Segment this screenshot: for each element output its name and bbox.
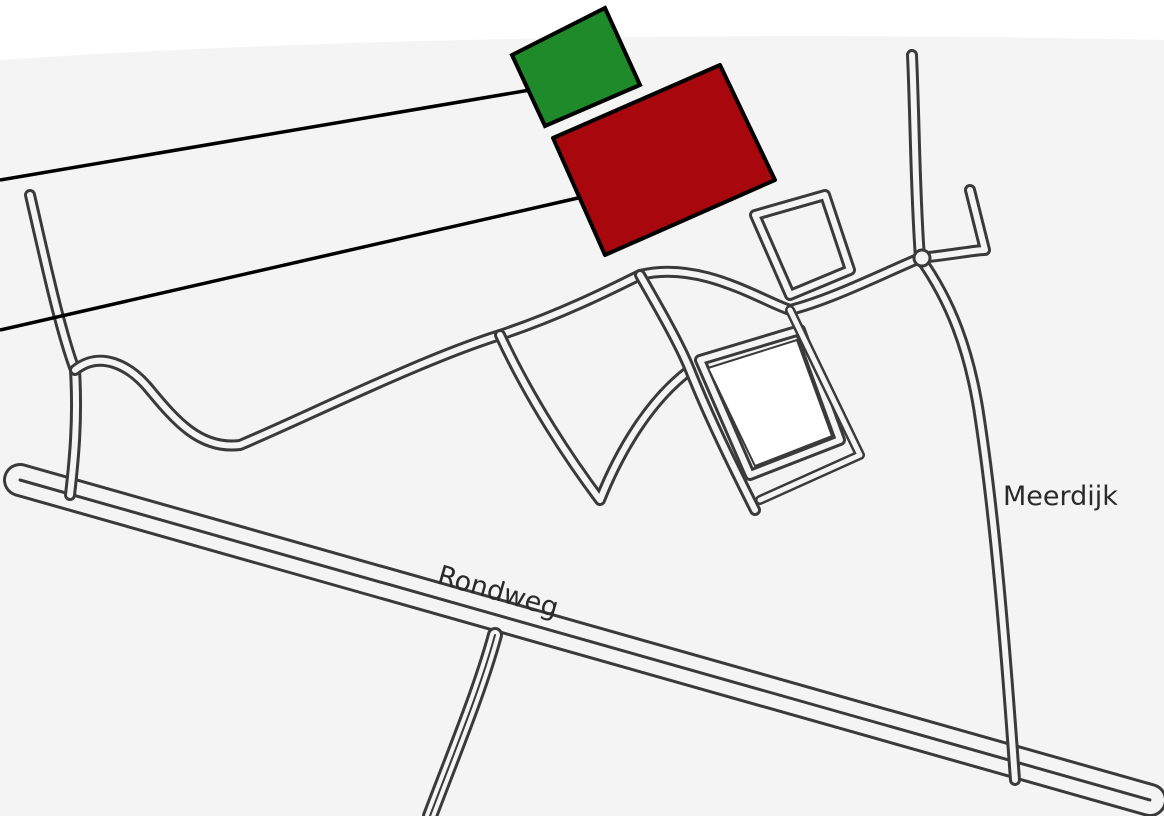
green-building-marker[interactable] [509,5,643,129]
map-background [0,36,1164,816]
roundabout [912,248,932,268]
red-building-marker[interactable] [551,63,777,257]
meerdijk-label: Meerdijk [1003,481,1118,512]
leader-line-green [0,88,531,182]
road-network [3,49,1164,816]
leader-line-red [0,196,579,332]
